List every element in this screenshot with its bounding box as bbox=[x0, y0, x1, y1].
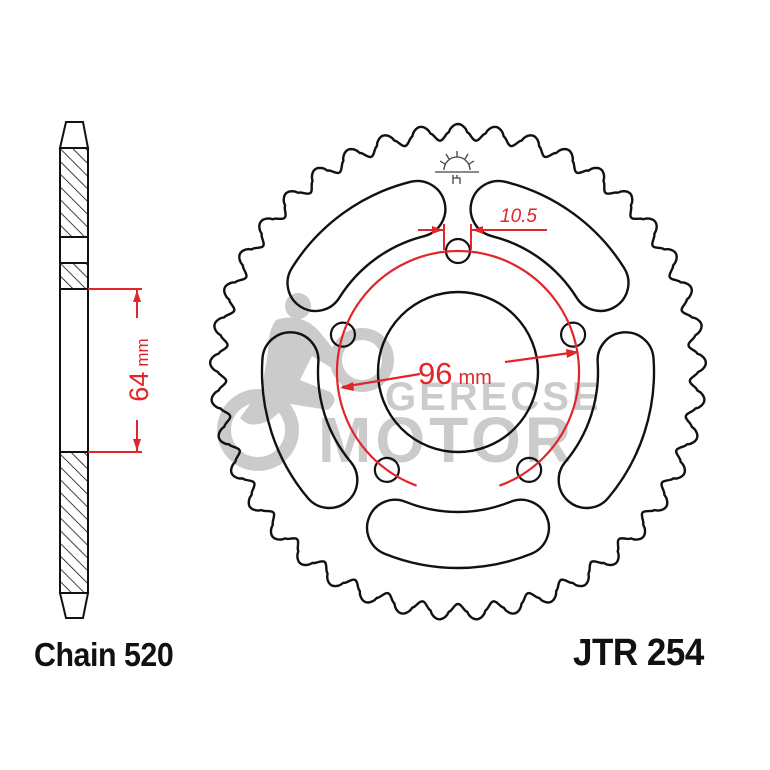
rider-silhouette-icon bbox=[217, 293, 394, 471]
watermark-line2: MOTOR bbox=[318, 404, 575, 476]
bore-dimension-value: 64 bbox=[124, 372, 154, 402]
lightening-slot bbox=[557, 331, 656, 510]
pcd-dimension: 96 mm bbox=[335, 249, 581, 487]
sprocket-side-profile bbox=[58, 121, 90, 619]
chain-label: Chain 520 bbox=[34, 636, 174, 673]
svg-text:64mm: 64 mm bbox=[124, 338, 154, 401]
sprocket-teeth-outline bbox=[208, 122, 708, 621]
lightening-slot bbox=[260, 331, 359, 510]
lightening-slot bbox=[366, 498, 550, 570]
lightening-slot bbox=[469, 179, 630, 312]
profile-gap-upper bbox=[59, 236, 89, 264]
profile-hatch-upper bbox=[59, 147, 89, 238]
profile-top-cap bbox=[58, 121, 90, 149]
bolt-hole-value: 10.5 bbox=[500, 206, 537, 227]
bolt-hole bbox=[373, 456, 400, 483]
lightening-slot bbox=[286, 179, 447, 312]
bolt-hole bbox=[559, 321, 587, 348]
watermark: GERECSE MOTOR bbox=[217, 293, 602, 476]
sprocket-front-view bbox=[208, 122, 708, 621]
bolt-hole bbox=[329, 321, 357, 348]
profile-hatch-mid bbox=[59, 262, 89, 290]
bore-dimension-unit: mm bbox=[133, 338, 152, 366]
pcd-value: 96 bbox=[418, 356, 452, 391]
profile-bottom-cap bbox=[58, 592, 90, 619]
center-bore bbox=[376, 290, 540, 454]
sun-symbol-icon bbox=[435, 151, 479, 184]
watermark-line1: GERECSE bbox=[385, 375, 602, 419]
pcd-circle bbox=[335, 249, 581, 487]
profile-bore bbox=[59, 288, 89, 453]
pcd-unit: mm bbox=[458, 367, 491, 389]
profile-hatch-lower bbox=[59, 451, 89, 594]
bolt-hole bbox=[516, 456, 543, 483]
bore-dimension: 64 mm bbox=[88, 288, 154, 453]
part-number-label: JTR 254 bbox=[573, 632, 704, 674]
bolt-hole-dimension: 10.5 bbox=[418, 206, 547, 250]
